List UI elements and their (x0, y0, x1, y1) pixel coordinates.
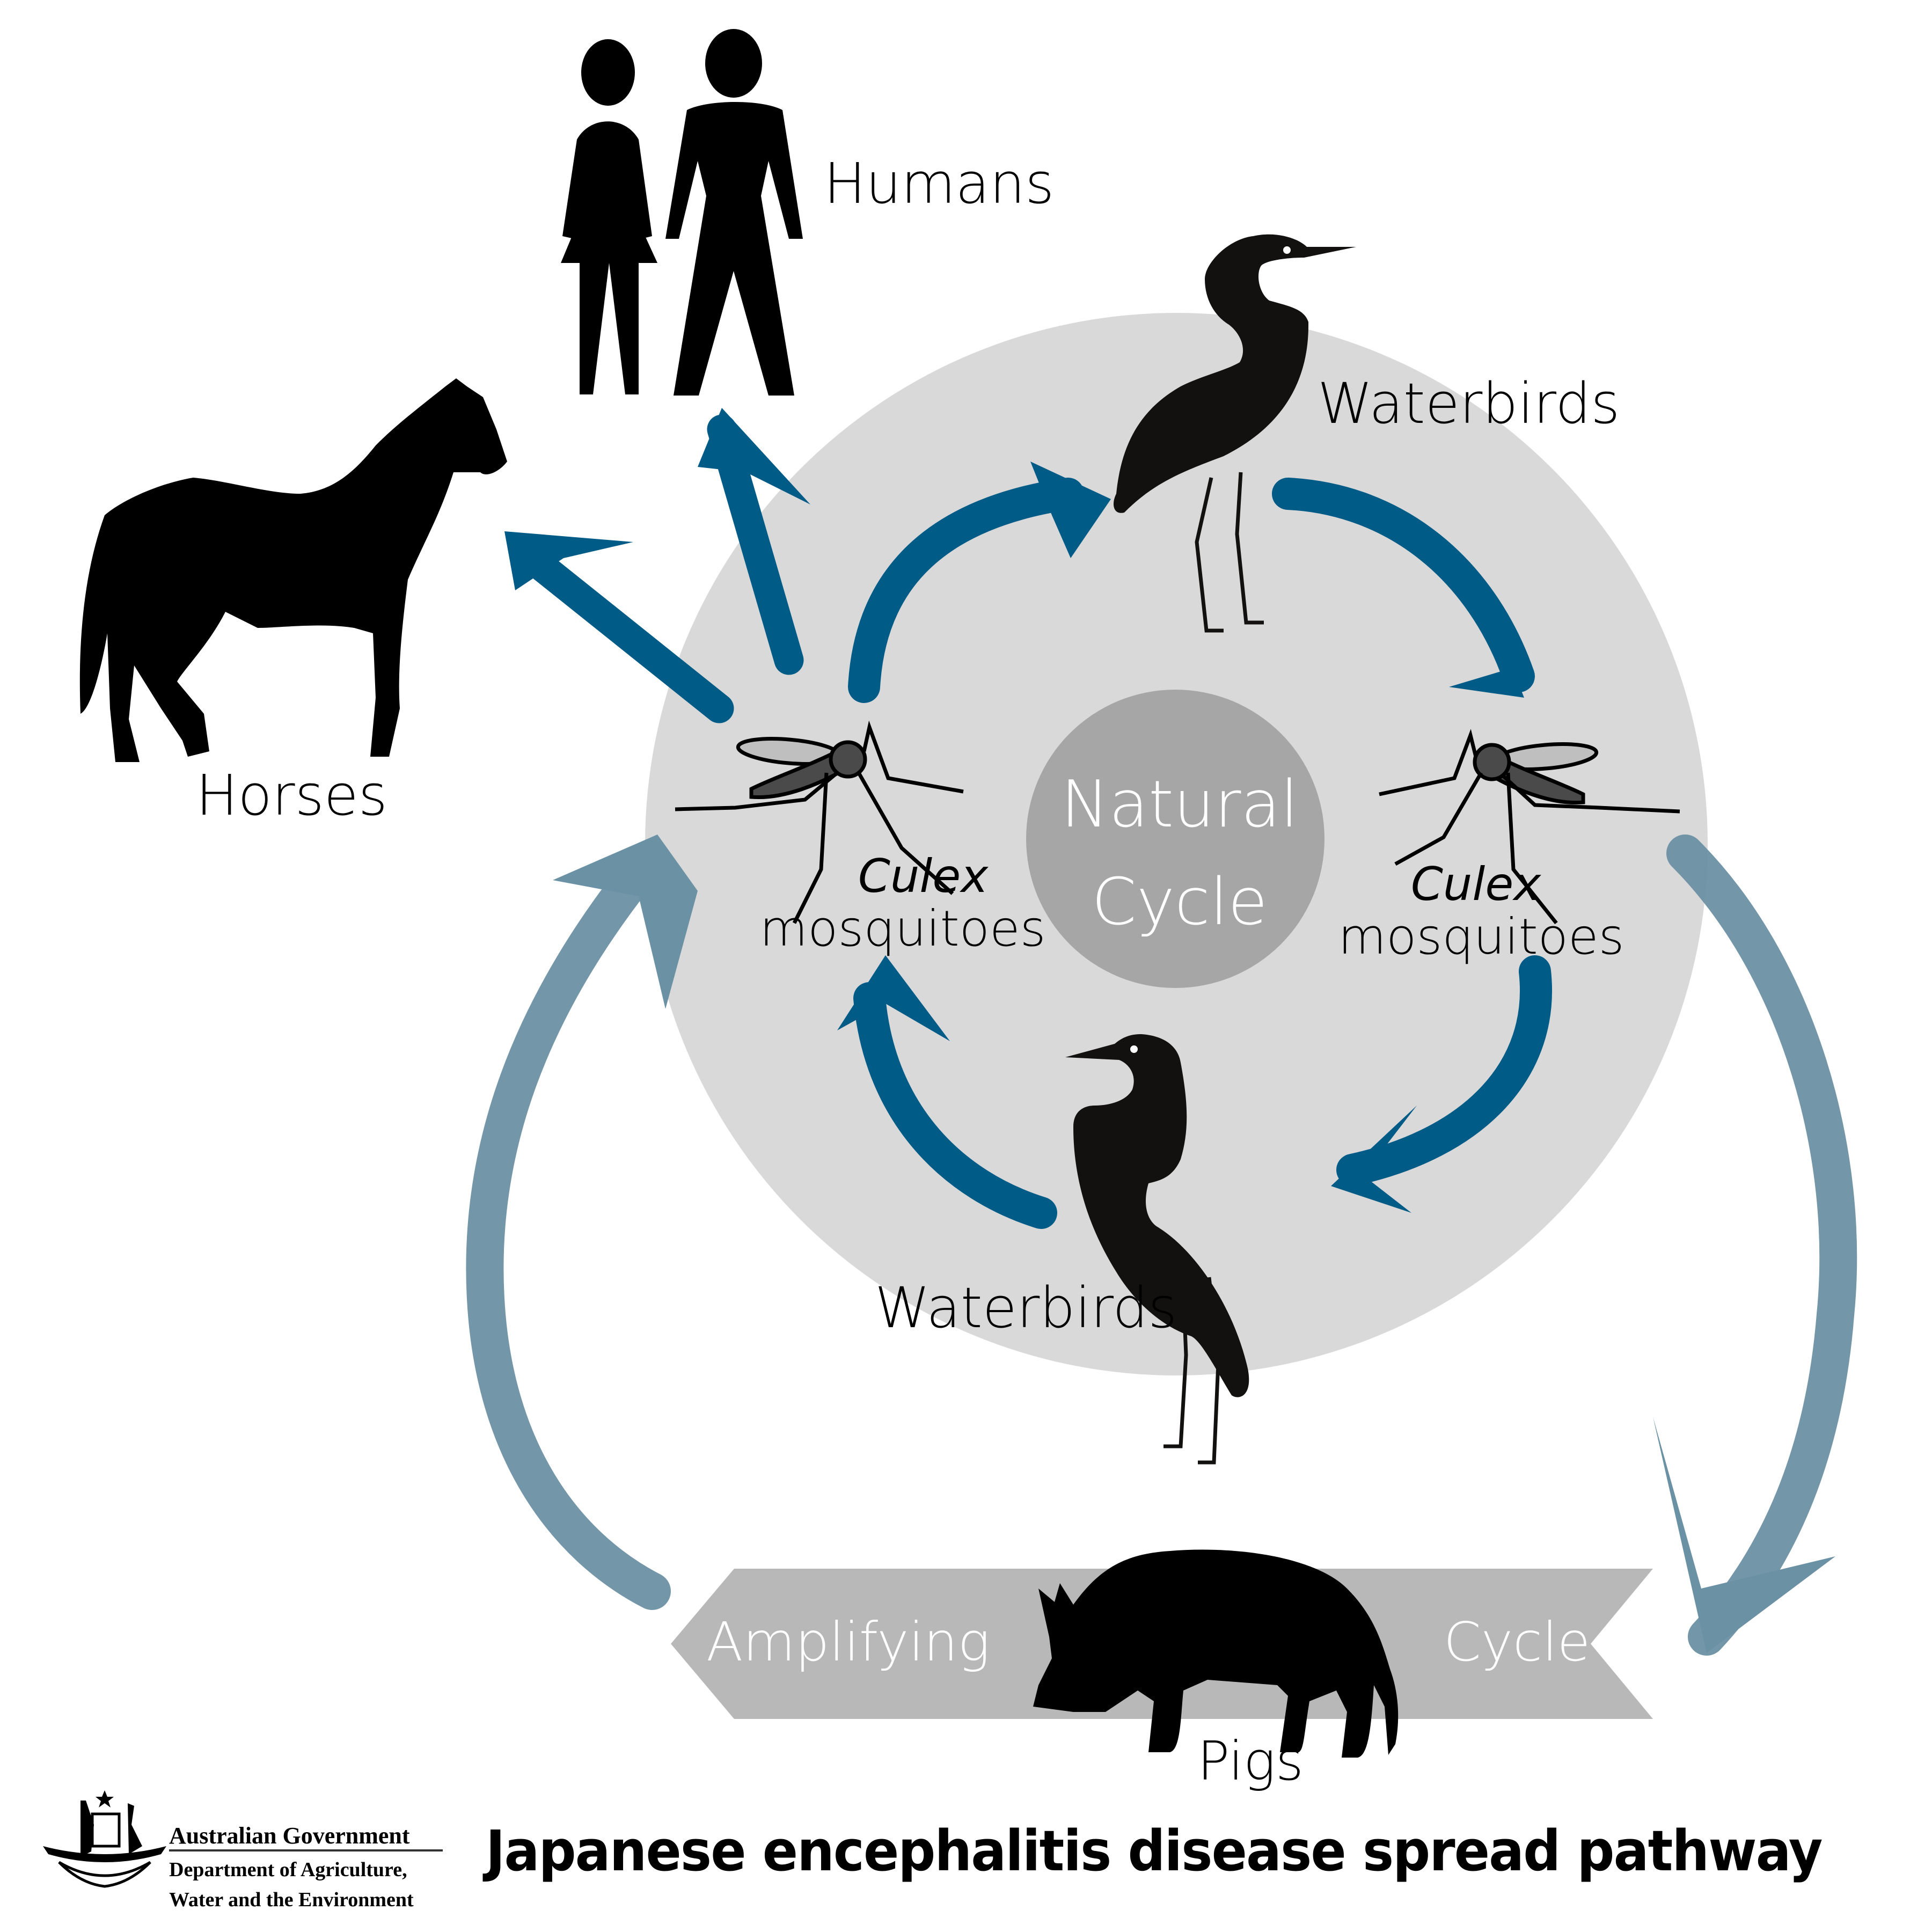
arrowhead (504, 531, 633, 590)
logo-department-line1: Department of Agriculture, (169, 1858, 407, 1881)
logo-government-name: Australian Government (169, 1823, 410, 1849)
page-title: Japanese encephalitis disease spread pat… (486, 1818, 1823, 1884)
mosquitoes-right-genus: Culex (1410, 858, 1541, 911)
arrowhead (1030, 462, 1111, 558)
arrow-mosquito-to-waterbird-bottom (1336, 955, 1552, 1186)
arrow-waterbird-bottom-to-mosquito (853, 982, 1057, 1229)
logo-department-line2: Water and the Environment (169, 1889, 414, 1911)
horses-label: Horses (196, 763, 387, 828)
amplifying-arrow-mosquitoes-to-pigs (1666, 835, 1857, 1656)
arrowhead (1653, 1417, 1835, 1653)
waterbirds-bottom-label: Waterbirds (875, 1275, 1177, 1341)
natural-cycle-inner-circle (1026, 690, 1324, 988)
arrowhead (1331, 1106, 1417, 1213)
horse-icon (79, 378, 507, 762)
natural-cycle-label-line2: Cycle (1092, 865, 1268, 940)
mosquito-right-icon (1379, 729, 1680, 925)
amplifying-cycle-label-right: Cycle (1444, 1611, 1591, 1673)
pig-icon (1033, 1549, 1399, 1758)
humans-label: Humans (824, 151, 1055, 216)
mosquito-left-icon (675, 720, 964, 924)
pigs-label: Pigs (1197, 1730, 1304, 1792)
mosquitoes-left-label: mosquitoes (759, 900, 1046, 957)
waterbirds-top-label: Waterbirds (1318, 371, 1620, 436)
logo-divider (169, 1849, 443, 1851)
amplifying-cycle-label-left: Amplifying (706, 1611, 990, 1673)
arrow-mosquito-to-waterbird-top (848, 478, 1084, 703)
arrowhead (837, 955, 950, 1041)
natural-cycle-label-line1: Natural (1060, 767, 1299, 842)
arrow-to-horses (516, 543, 734, 723)
waterbird-bottom-icon (1065, 1034, 1249, 1465)
waterbird-top-icon (1114, 234, 1356, 633)
amplifying-arrow-pigs-to-mosquitoes (466, 840, 671, 1610)
arrowhead (1449, 617, 1524, 698)
humans-icon (561, 29, 803, 396)
mosquitoes-left-genus: Culex (858, 850, 989, 903)
mosquitoes-right-label: mosquitoes (1338, 908, 1624, 965)
arrowhead (698, 408, 810, 504)
arrow-waterbird-top-to-mosquito (1272, 478, 1535, 692)
arrowhead (553, 835, 698, 1009)
commonwealth-coat-of-arms-icon (43, 1790, 166, 1888)
